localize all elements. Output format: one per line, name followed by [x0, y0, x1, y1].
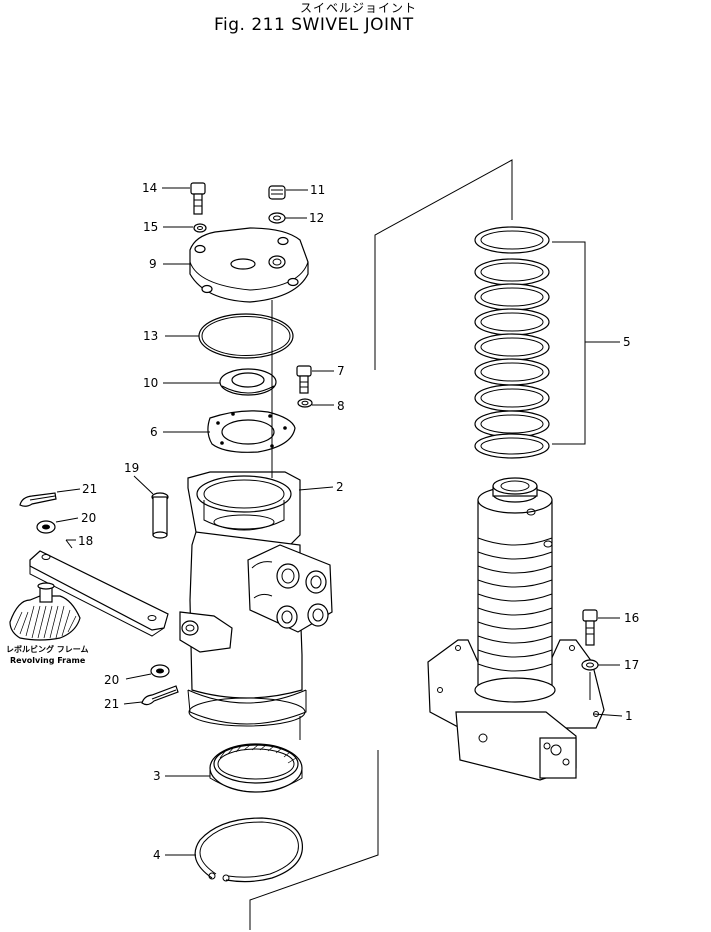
bolt-7 — [296, 365, 312, 394]
callout-18: 18 — [78, 534, 93, 548]
washer-20-lower — [150, 664, 170, 678]
figure-title: Fig. 211 SWIVEL JOINT — [214, 15, 414, 35]
callout-6: 6 — [150, 425, 158, 439]
callout-14: 14 — [142, 181, 157, 195]
callout-15: 15 — [143, 220, 158, 234]
callout-7: 7 — [337, 364, 345, 378]
callout-11: 11 — [310, 183, 325, 197]
callout-20-upper: 20 — [81, 511, 96, 525]
rotor-shaft-1 — [427, 477, 605, 781]
o-ring-13 — [198, 313, 294, 359]
seal-10 — [219, 368, 277, 396]
leader-2 — [298, 486, 334, 491]
leader-21b — [123, 701, 143, 705]
callout-3: 3 — [153, 769, 161, 783]
pin-19 — [151, 492, 169, 539]
callout-21-lower: 21 — [104, 697, 119, 711]
frame-label-japanese: レボルビング フレーム — [6, 644, 89, 654]
revolving-frame-stub — [9, 582, 81, 641]
callout-19: 19 — [124, 461, 139, 475]
cotter-pin-21-lower — [141, 685, 179, 706]
washer-8 — [297, 398, 313, 408]
callout-4: 4 — [153, 848, 161, 862]
washer-17 — [581, 659, 599, 671]
leader-19 — [133, 475, 154, 495]
washer-20-upper — [36, 520, 56, 534]
assembly-line-lower — [249, 750, 379, 930]
bracket-5 — [552, 241, 586, 445]
assembly-line-upper — [374, 159, 513, 370]
callout-10: 10 — [143, 376, 158, 390]
washer-15 — [193, 223, 207, 233]
plug-11 — [268, 185, 286, 200]
leader-21a — [56, 488, 81, 493]
callout-1: 1 — [625, 709, 633, 723]
seal-stack-5 — [474, 226, 550, 459]
lever-18 — [29, 550, 169, 637]
snap-ring-4 — [194, 817, 304, 883]
callout-20-lower: 20 — [104, 673, 119, 687]
housing-2 — [179, 471, 333, 727]
plate-6 — [207, 410, 296, 453]
frame-label-english: Revolving Frame — [10, 656, 86, 665]
o-ring-12 — [268, 212, 286, 224]
callout-16: 16 — [624, 611, 639, 625]
callout-9: 9 — [149, 257, 157, 271]
callout-5: 5 — [623, 335, 631, 349]
callout-21-upper: 21 — [82, 482, 97, 496]
leader-18 — [65, 539, 73, 549]
callout-8: 8 — [337, 399, 345, 413]
bearing-ring-3 — [209, 743, 303, 793]
bolt-14 — [190, 182, 206, 215]
leader-20a — [55, 517, 79, 523]
cotter-pin-21-upper — [19, 492, 57, 507]
callout-13: 13 — [143, 329, 158, 343]
cover-9 — [189, 227, 309, 303]
leader-20b — [125, 673, 152, 680]
callout-12: 12 — [309, 211, 324, 225]
title-japanese: スイベルジョイント — [300, 1, 417, 15]
bolt-16 — [582, 609, 598, 646]
leader-1 — [593, 713, 623, 717]
callout-17: 17 — [624, 658, 639, 672]
callout-2: 2 — [336, 480, 344, 494]
